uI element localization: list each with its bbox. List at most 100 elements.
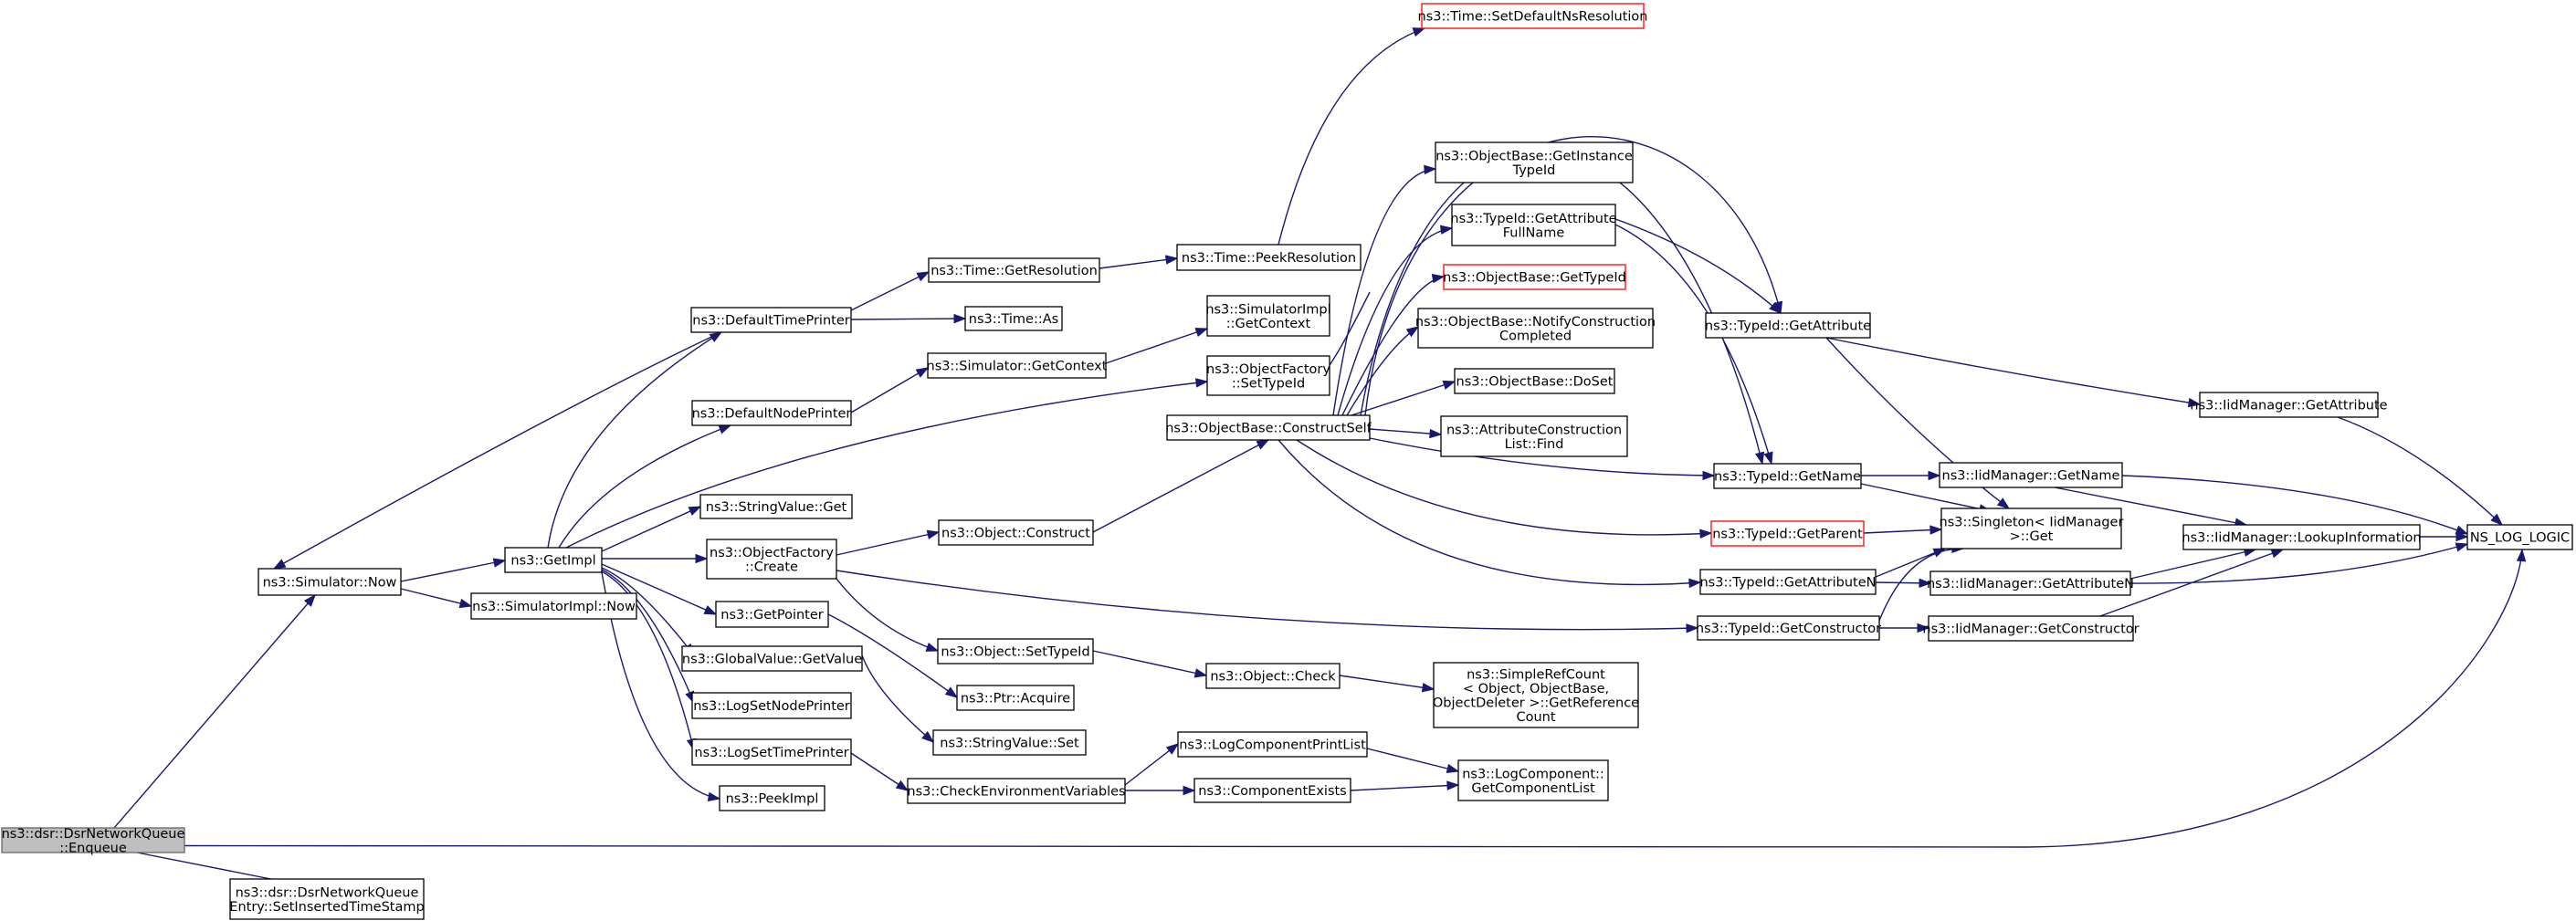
- node-componentexists[interactable]: ns3::ComponentExists: [1193, 778, 1351, 803]
- node-label: ns3::LogSetTimePrinter: [694, 746, 848, 760]
- node-time-peekresolution[interactable]: ns3::Time::PeekResolution: [1176, 244, 1362, 271]
- node-label: ns3::Time::PeekResolution: [1182, 251, 1356, 266]
- node-object-construct[interactable]: ns3::Object::Construct: [938, 519, 1094, 546]
- node-ns-log-logic[interactable]: NS_LOG_LOGIC: [2466, 524, 2573, 550]
- call-edge: [1825, 337, 2201, 405]
- call-edge: [2054, 487, 2247, 526]
- call-edge: [400, 588, 472, 607]
- edge-arrowhead: [2455, 542, 2469, 552]
- call-edge: [1329, 291, 1371, 366]
- node-simulator-getcontext[interactable]: ns3::Simulator::GetContext: [927, 352, 1108, 379]
- call-edge: [2129, 549, 2256, 580]
- call-edge: [836, 531, 940, 556]
- edge-arrowhead: [1431, 273, 1446, 284]
- node-typeid-getattribute[interactable]: ns3::TypeId::GetAttribute: [1705, 312, 1871, 339]
- node-objectbase-doset[interactable]: ns3::ObjectBase::DoSet: [1454, 368, 1615, 394]
- node-box: [229, 878, 425, 920]
- call-edge: [601, 506, 701, 552]
- edge-arrowhead: [1424, 164, 1437, 175]
- node-logcomponentprintlist[interactable]: ns3::LogComponentPrintList: [1177, 731, 1368, 758]
- node-object-check[interactable]: ns3::Object::Check: [1205, 663, 1341, 689]
- node-getpointer[interactable]: ns3::GetPointer: [715, 601, 829, 628]
- node-root[interactable]: ns3::dsr::DsrNetworkQueue::Enqueue: [1, 827, 185, 856]
- node-singleton-get[interactable]: ns3::Singleton< IidManager >::Get: [1940, 508, 2124, 549]
- node-object-settypeid[interactable]: ns3::Object::SetTypeId: [937, 638, 1094, 665]
- node-time-getresolution[interactable]: ns3::Time::GetResolution: [928, 257, 1100, 283]
- node-box: [928, 257, 1100, 283]
- edge-arrowhead: [2455, 525, 2469, 535]
- edge-arrowhead: [1165, 743, 1180, 755]
- call-edge: [601, 570, 695, 751]
- node-getimpl[interactable]: ns3::GetImpl: [504, 547, 603, 573]
- node-set-inserted[interactable]: ns3::dsr::DsrNetworkQueueEntry::SetInser…: [229, 878, 425, 920]
- call-edge: [1105, 328, 1208, 364]
- node-typeid-getparent[interactable]: ns3::TypeId::GetParent: [1710, 520, 1865, 547]
- node-label: ns3::LogSetNodePrinter: [693, 699, 850, 714]
- node-default-node-printer[interactable]: ns3::DefaultNodePrinter: [691, 400, 852, 426]
- call-edge: [1878, 548, 1964, 622]
- node-simplerefcount[interactable]: ns3::SimpleRefCount< Object, ObjectBase,…: [1433, 662, 1639, 728]
- node-simimpl-getcontext[interactable]: ns3::SimulatorImpl::GetContext: [1205, 295, 1331, 337]
- node-time-setdefaultnsresolution[interactable]: ns3::Time::SetDefaultNsResolution: [1418, 3, 1648, 29]
- node-label: GetComponentList: [1471, 781, 1595, 796]
- node-objectbase-gettypeid[interactable]: ns3::ObjectBase::GetTypeId: [1443, 264, 1626, 290]
- node-label: < Object, ObjectBase,: [1463, 682, 1609, 696]
- call-edge: [1350, 784, 1459, 791]
- node-iidmanager-lookupinformation[interactable]: ns3::IidManager::LookupInformation: [2182, 524, 2422, 550]
- node-objectbase-constructself[interactable]: ns3::ObjectBase::ConstructSelf: [1165, 414, 1372, 441]
- node-simimpl-now[interactable]: ns3::SimulatorImpl::Now: [470, 592, 637, 620]
- call-edge: [1296, 439, 1712, 536]
- node-label: ns3::Simulator::Now: [263, 576, 397, 591]
- node-globalvalue-getvalue[interactable]: ns3::GlobalValue::GetValue: [681, 645, 863, 672]
- edge-arrowhead: [709, 331, 723, 343]
- edge-arrowhead: [1686, 623, 1699, 633]
- edge-arrowhead: [1194, 328, 1209, 337]
- node-logcomponent-getcomponentlist[interactable]: ns3::LogComponent::GetComponentList: [1457, 759, 1609, 801]
- node-label: ns3::ObjectBase::GetInstance: [1435, 149, 1633, 163]
- node-typeid-getconstructor[interactable]: ns3::TypeId::GetConstructor: [1696, 615, 1881, 641]
- node-box: [1939, 462, 2123, 488]
- node-label: ns3::Ptr::Acquire: [961, 692, 1070, 706]
- call-edge: [601, 571, 720, 800]
- node-box: [2199, 392, 2379, 418]
- node-stringvalue-get[interactable]: ns3::StringValue::Get: [699, 494, 853, 519]
- node-objectbase-notifyconstruction[interactable]: ns3::ObjectBase::NotifyConstructionCompl…: [1415, 308, 1656, 349]
- call-edge: [1614, 218, 1782, 314]
- edge-arrowhead: [1929, 525, 1943, 535]
- node-default-time-printer[interactable]: ns3::DefaultTimePrinter: [690, 307, 852, 333]
- node-peekimpl[interactable]: ns3::PeekImpl: [719, 785, 825, 811]
- node-objectfactory-create[interactable]: ns3::ObjectFactory::Create: [706, 539, 837, 580]
- node-label: ns3::SimulatorImpl::Now: [472, 600, 636, 614]
- node-time-as[interactable]: ns3::Time::As: [964, 306, 1063, 331]
- edge-arrowhead: [303, 593, 316, 607]
- node-sim-now[interactable]: ns3::Simulator::Now: [258, 568, 402, 596]
- node-box: [1699, 569, 1877, 595]
- edge-arrowhead: [1699, 529, 1713, 539]
- node-label: ns3::IidManager::GetAttributeN: [1927, 577, 2134, 591]
- edge-arrowhead: [1429, 428, 1443, 439]
- node-typeid-getattributen[interactable]: ns3::TypeId::GetAttributeN: [1699, 569, 1877, 595]
- node-logsettimeprinter[interactable]: ns3::LogSetTimePrinter: [691, 738, 852, 766]
- node-label: ns3::StringValue::Set: [940, 737, 1079, 751]
- node-ptr-acquire[interactable]: ns3::Ptr::Acquire: [956, 685, 1075, 711]
- node-iidmanager-getname[interactable]: ns3::IidManager::GetName: [1939, 462, 2123, 488]
- node-check-env[interactable]: ns3::CheckEnvironmentVariables: [907, 778, 1126, 804]
- node-typeid-getname[interactable]: ns3::TypeId::GetName: [1713, 463, 1862, 489]
- node-box: [1417, 308, 1654, 349]
- node-iidmanager-getattribute[interactable]: ns3::IidManager::GetAttribute: [2190, 392, 2388, 418]
- node-objectfactory-settypeid[interactable]: ns3::ObjectFactory::SetTypeId: [1206, 355, 1330, 396]
- node-box: [1940, 508, 2122, 549]
- call-edge: [2121, 475, 2468, 535]
- node-logsetnodeprinter[interactable]: ns3::LogSetNodePrinter: [691, 692, 852, 719]
- node-box: [2182, 524, 2421, 550]
- edge-arrowhead: [916, 271, 931, 282]
- node-iidmanager-getconstructor[interactable]: ns3::IidManager::GetConstructor: [1922, 615, 2140, 642]
- node-stringvalue-set[interactable]: ns3::StringValue::Set: [932, 729, 1087, 756]
- node-label: ns3::DefaultTimePrinter: [692, 314, 849, 329]
- node-label: ns3::Time::SetDefaultNsResolution: [1418, 10, 1648, 25]
- node-iidmanager-getattributen[interactable]: ns3::IidManager::GetAttributeN: [1927, 570, 2134, 596]
